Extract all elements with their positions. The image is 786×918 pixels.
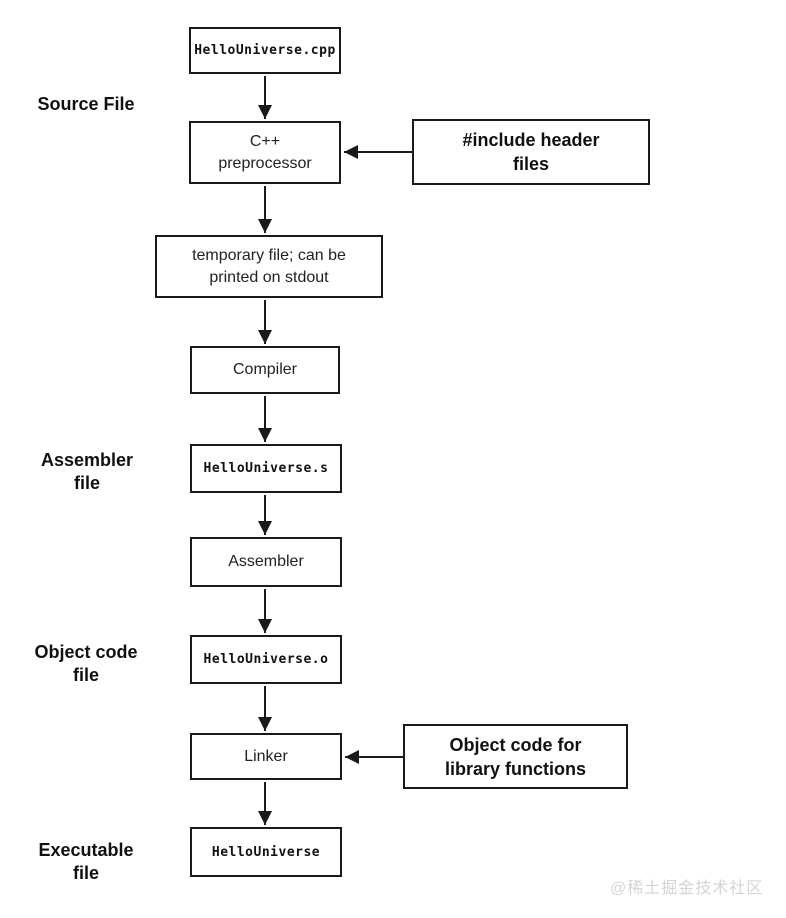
node-source-cpp: HelloUniverse.cpp [189,27,341,74]
node-executable: HelloUniverse [190,827,342,877]
watermark-text: @稀土掘金技术社区 [610,880,764,897]
node-assembly-file: HelloUniverse.s [190,444,342,493]
node-assembler: Assembler [190,537,342,587]
stage-label-executable-file: Executable file [38,840,134,883]
node-object-file: HelloUniverse.o [190,635,342,684]
node-preprocessor: C++ preprocessor [189,121,341,184]
stage-label-source-file: Source File [37,94,135,114]
node-temp-file: temporary file; can be printed on stdout [155,235,383,298]
node-include-headers: #include header files [412,119,650,185]
node-library-objects: Object code for library functions [403,724,628,789]
stage-label-object-code-file: Object code file [34,642,138,685]
stage-label-assembler-file: Assembler file [40,450,134,493]
node-linker: Linker [190,733,342,780]
node-compiler: Compiler [190,346,340,394]
